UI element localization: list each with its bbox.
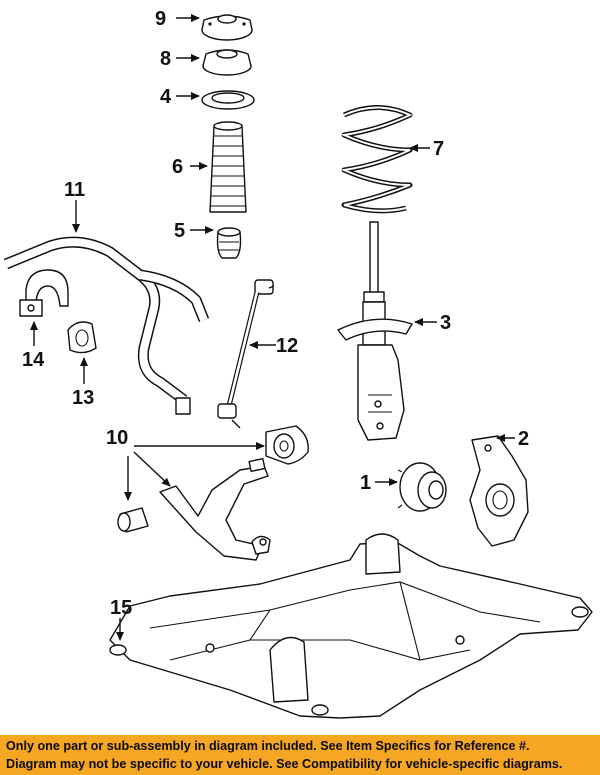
- strut-assembly-part: [337, 221, 413, 441]
- callout-2: 2: [518, 428, 529, 450]
- leader-lines: [30, 14, 515, 641]
- stabilizer-bar-part: [3, 236, 210, 415]
- callout-7: 7: [433, 138, 444, 160]
- leader-10b: [133, 451, 171, 487]
- parts-diagram: 9 8 4 6 5 7 3 2 1 11 12 14 13 10 15: [3, 8, 593, 719]
- stabilizer-link-part: [217, 279, 275, 429]
- callout-13: 13: [72, 387, 94, 409]
- bump-stop-part: [216, 227, 242, 259]
- lower-control-arm-part: [159, 457, 271, 561]
- coil-spring-part: [340, 105, 413, 214]
- callout-8: 8: [160, 48, 171, 70]
- callout-labels: 9 8 4 6 5 7 3 2 1 11 12 14 13 10 15: [22, 8, 529, 619]
- callout-11: 11: [64, 179, 85, 201]
- control-arm-rear-bushing-part: [265, 425, 309, 465]
- engine-cradle-part: [109, 533, 593, 719]
- callout-14: 14: [22, 349, 45, 371]
- callout-3: 3: [440, 312, 451, 334]
- hub-bearing-part: [397, 462, 447, 512]
- callout-9: 9: [155, 8, 166, 30]
- disclaimer-banner: Only one part or sub-assembly in diagram…: [0, 735, 600, 775]
- dust-boot-part: [209, 121, 247, 213]
- stabilizer-bushing-part: [67, 321, 97, 354]
- disclaimer-line-2: Diagram may not be specific to your vehi…: [6, 757, 563, 771]
- callout-6: 6: [172, 156, 183, 178]
- callout-12: 12: [276, 335, 298, 357]
- spring-seat-part: [201, 90, 255, 110]
- upper-strut-mount-part: [201, 14, 253, 41]
- callout-15: 15: [110, 597, 132, 619]
- callout-1: 1: [360, 472, 371, 494]
- steering-knuckle-part: [469, 435, 529, 547]
- strut-bearing-part: [202, 49, 252, 76]
- stabilizer-clamp-part: [19, 269, 69, 317]
- callout-10: 10: [106, 427, 128, 449]
- callout-4: 4: [160, 86, 172, 108]
- control-arm-front-bushing-part: [117, 507, 149, 533]
- callout-5: 5: [174, 220, 185, 242]
- disclaimer-line-1: Only one part or sub-assembly in diagram…: [6, 739, 530, 753]
